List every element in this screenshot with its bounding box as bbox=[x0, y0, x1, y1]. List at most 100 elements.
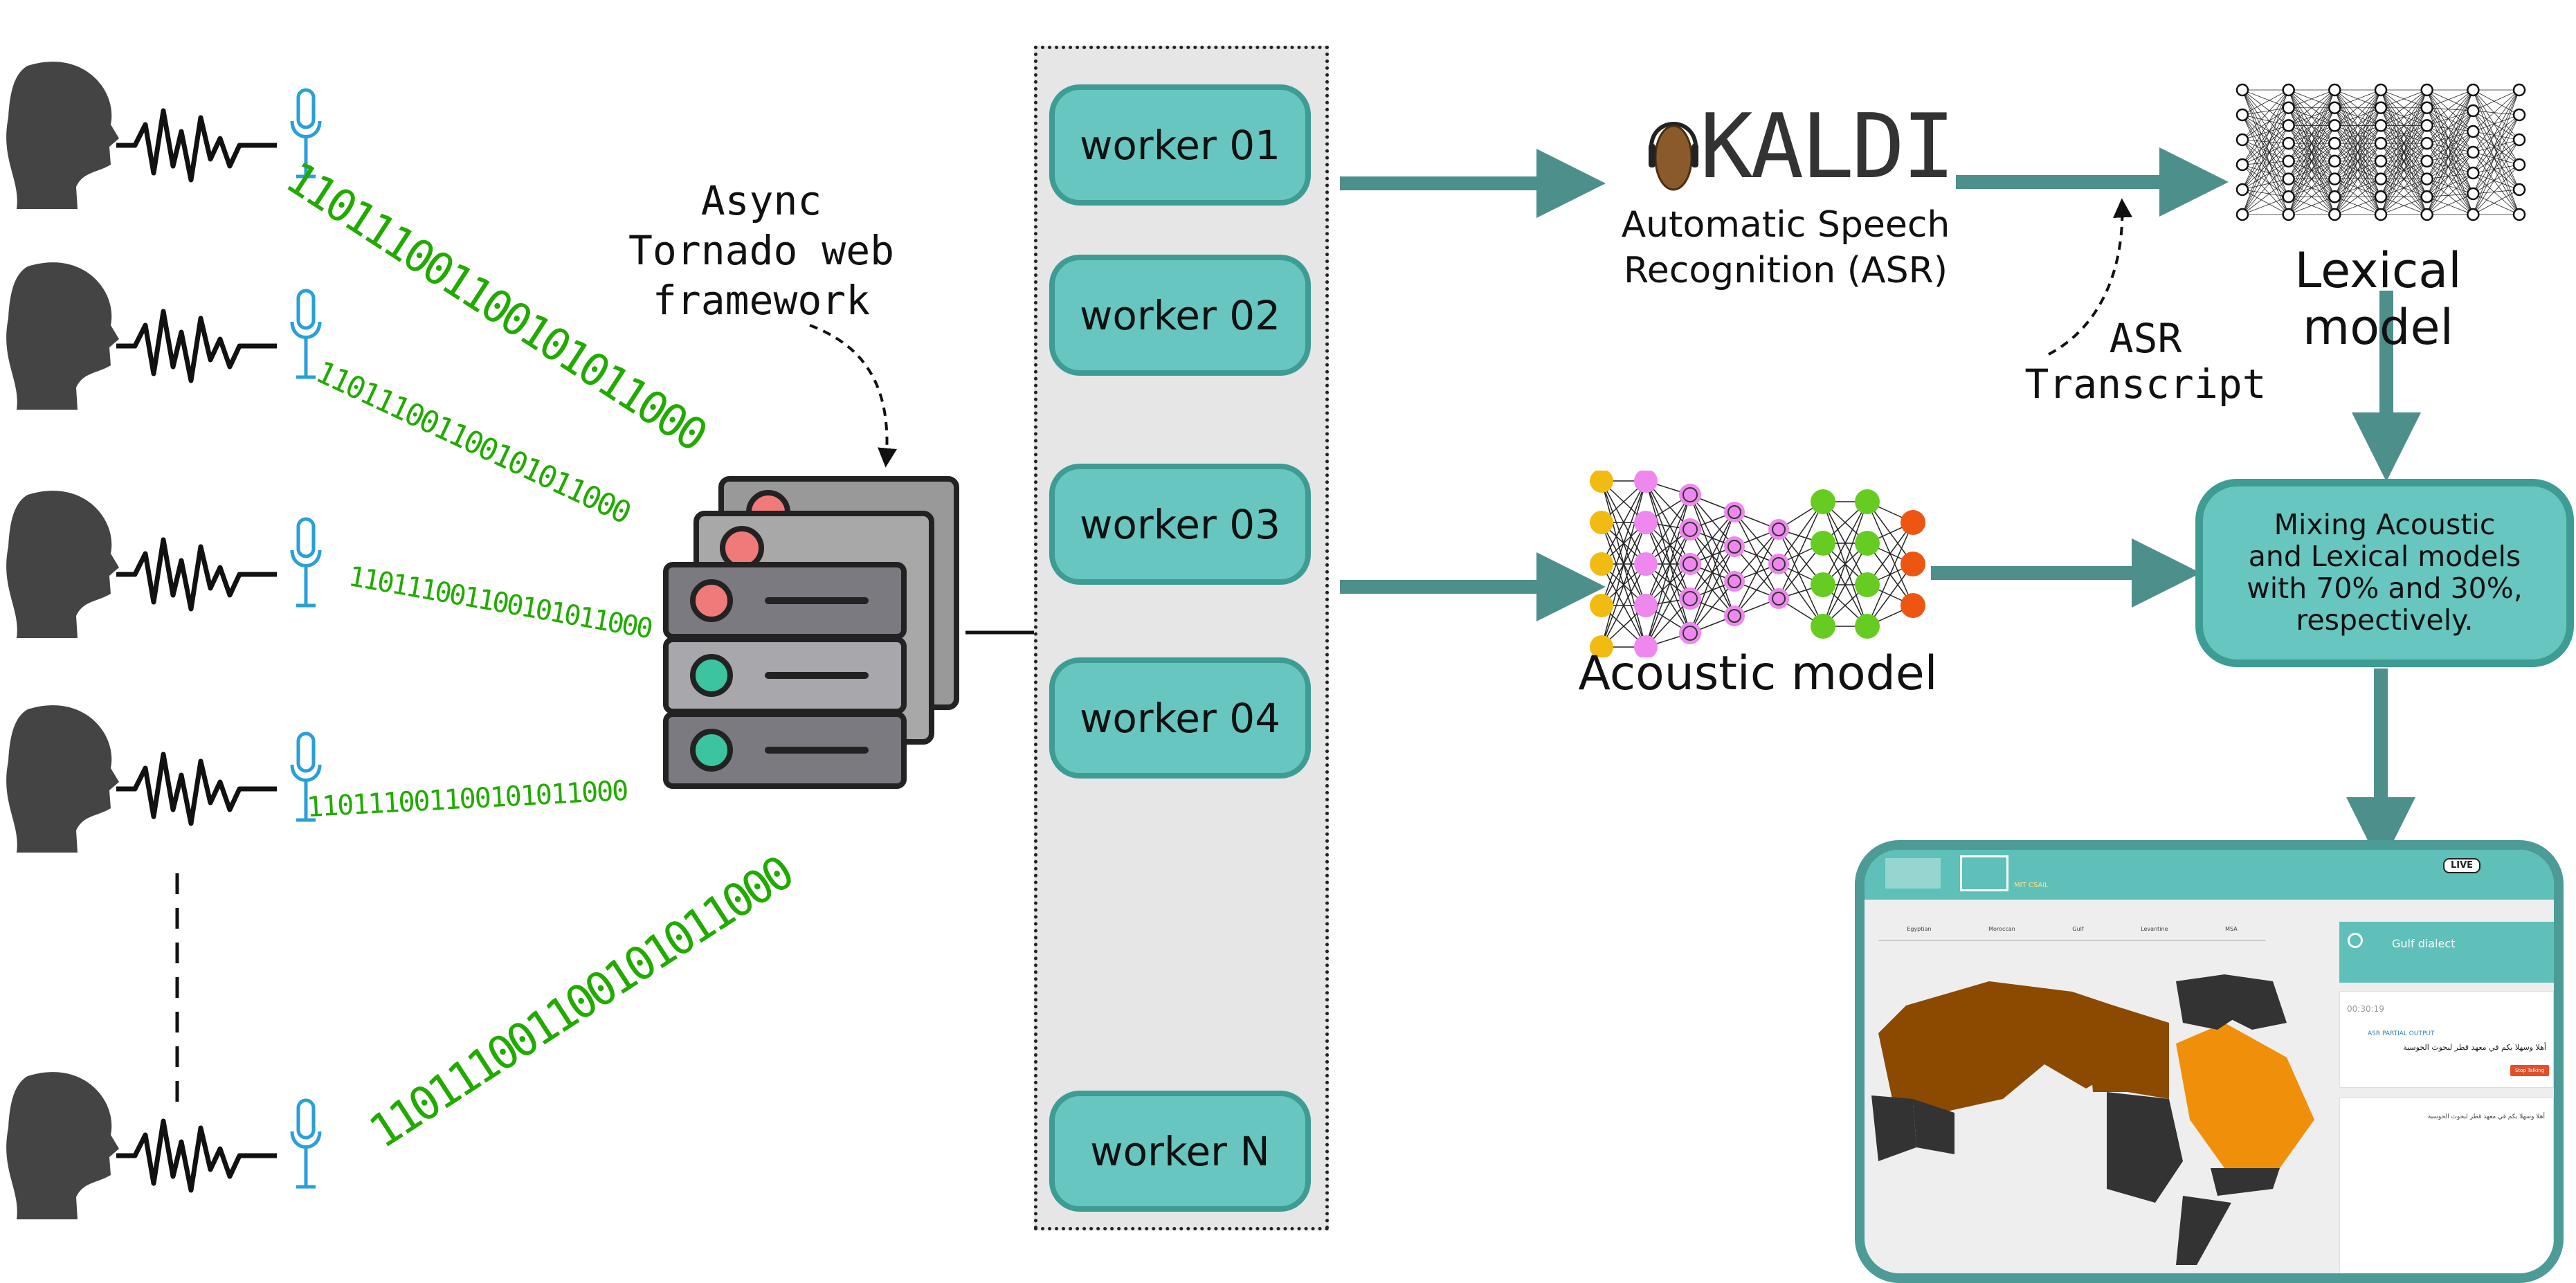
network-edge bbox=[2427, 89, 2474, 153]
network-node bbox=[2235, 108, 2249, 122]
waveform-icon bbox=[116, 1118, 277, 1193]
network-node-ring bbox=[1772, 557, 1786, 571]
network-edge bbox=[2472, 89, 2520, 165]
network-node bbox=[2374, 101, 2388, 114]
network-edge bbox=[2242, 114, 2289, 162]
network-edge bbox=[2242, 139, 2289, 179]
mixing-line-1: Mixing Acoustic bbox=[2274, 508, 2496, 542]
network-node-ring bbox=[1682, 556, 1698, 572]
person-head-icon bbox=[6, 705, 119, 853]
network-edge bbox=[2473, 139, 2520, 194]
network-edge bbox=[2288, 89, 2335, 144]
network-edge bbox=[2427, 89, 2474, 126]
network-node bbox=[1724, 571, 1745, 592]
network-node-ring bbox=[1682, 522, 1698, 537]
network-node bbox=[2282, 190, 2295, 203]
network-edge bbox=[2288, 107, 2335, 215]
network-edge bbox=[2427, 131, 2474, 215]
network-node bbox=[1679, 518, 1701, 540]
network-edge bbox=[2288, 196, 2335, 215]
network-node-ring bbox=[1727, 609, 1741, 623]
network-edge bbox=[2242, 89, 2289, 162]
network-edge bbox=[2427, 193, 2474, 197]
network-edge bbox=[2472, 110, 2520, 190]
network-edge bbox=[2242, 179, 2289, 190]
asr-transcript-annotation-arrow bbox=[2048, 198, 2132, 356]
network-node bbox=[1901, 593, 1925, 618]
network-edge bbox=[2473, 139, 2520, 153]
scale-levantine: Levantine bbox=[2141, 926, 2168, 932]
network-edge bbox=[2427, 125, 2474, 215]
network-edge bbox=[2334, 89, 2382, 126]
network-edge bbox=[2472, 131, 2520, 215]
network-node bbox=[2282, 208, 2295, 221]
network-edge bbox=[2427, 110, 2474, 144]
network-edge bbox=[2427, 125, 2474, 153]
map-yemen bbox=[2211, 1168, 2280, 1196]
network-edge bbox=[2427, 161, 2474, 194]
speaker-5 bbox=[6, 1072, 322, 1219]
stop-talking-button[interactable]: Stop Talking bbox=[2510, 1065, 2549, 1076]
network-edge bbox=[2334, 89, 2382, 162]
asr-full-panel: أهلا وسهلا بكم في معهد قطر لبحوث الحوسبة bbox=[2339, 1098, 2554, 1273]
network-edge bbox=[2242, 125, 2289, 215]
network-node bbox=[2467, 83, 2480, 97]
network-edge bbox=[2427, 152, 2474, 215]
network-edge bbox=[2380, 107, 2428, 215]
network-edge bbox=[1778, 563, 1824, 627]
network-edge bbox=[2380, 89, 2427, 126]
network-edge bbox=[2472, 114, 2520, 194]
network-edge bbox=[2472, 110, 2520, 215]
network-edge bbox=[2473, 89, 2520, 111]
app-live-badge[interactable]: LIVE bbox=[2443, 858, 2480, 873]
network-edge bbox=[1778, 529, 1824, 627]
network-edge bbox=[1645, 529, 1691, 648]
network-edge bbox=[2242, 89, 2289, 190]
network-node bbox=[2282, 119, 2295, 132]
network-edge bbox=[2380, 143, 2428, 215]
network-node bbox=[2512, 133, 2526, 147]
lexical-model-network-icon bbox=[2235, 83, 2526, 221]
network-edge bbox=[2427, 131, 2474, 144]
network-edge bbox=[1822, 543, 1868, 627]
network-node bbox=[2512, 108, 2526, 122]
network-node bbox=[1855, 614, 1880, 639]
asr-title: ASR PARTIAL OUTPUT bbox=[2368, 1030, 2435, 1037]
network-edge bbox=[1822, 501, 1868, 627]
network-edge bbox=[2380, 179, 2427, 215]
network-edge bbox=[2427, 131, 2474, 179]
mixing-line-3: with 70% and 30%, bbox=[2247, 572, 2523, 605]
network-edge bbox=[2473, 139, 2520, 174]
network-node bbox=[1590, 552, 1613, 576]
waveform-icon bbox=[116, 537, 277, 612]
network-edge bbox=[2427, 152, 2474, 162]
network-node bbox=[2328, 136, 2341, 150]
asr-label-line-2: Recognition (ASR) bbox=[1623, 250, 1948, 291]
network-node bbox=[2420, 154, 2433, 168]
network-node bbox=[2512, 158, 2526, 172]
network-edge bbox=[2427, 152, 2474, 179]
network-edge bbox=[2472, 89, 2520, 215]
asr-transcript-note: ASR Transcript bbox=[2000, 316, 2291, 407]
tornado-annotation-line-1: Async bbox=[700, 177, 822, 224]
network-edge bbox=[2242, 107, 2289, 215]
network-node bbox=[2282, 136, 2295, 150]
mixing-box: Mixing Acoustic and Lexical models with … bbox=[2195, 479, 2574, 667]
kaldi-headphones-icon bbox=[1649, 122, 1698, 191]
network-edge bbox=[2473, 172, 2520, 190]
network-edge bbox=[2427, 107, 2474, 174]
network-edge bbox=[2427, 152, 2474, 197]
mixing-line-2: and Lexical models bbox=[2248, 540, 2521, 574]
network-edge bbox=[2242, 89, 2289, 109]
network-edge bbox=[2242, 107, 2289, 140]
network-edge bbox=[1778, 501, 1824, 599]
microphone-cup-icon bbox=[290, 120, 322, 138]
network-node bbox=[2328, 154, 2341, 168]
asr-full-text: أهلا وسهلا بكم في معهد قطر لبحوث الحوسبة bbox=[2427, 1113, 2545, 1120]
microphone-icon bbox=[296, 731, 316, 773]
network-edge bbox=[2473, 114, 2520, 153]
network-edge bbox=[2242, 139, 2289, 197]
network-edge bbox=[2288, 143, 2335, 215]
network-edge bbox=[2242, 89, 2289, 215]
